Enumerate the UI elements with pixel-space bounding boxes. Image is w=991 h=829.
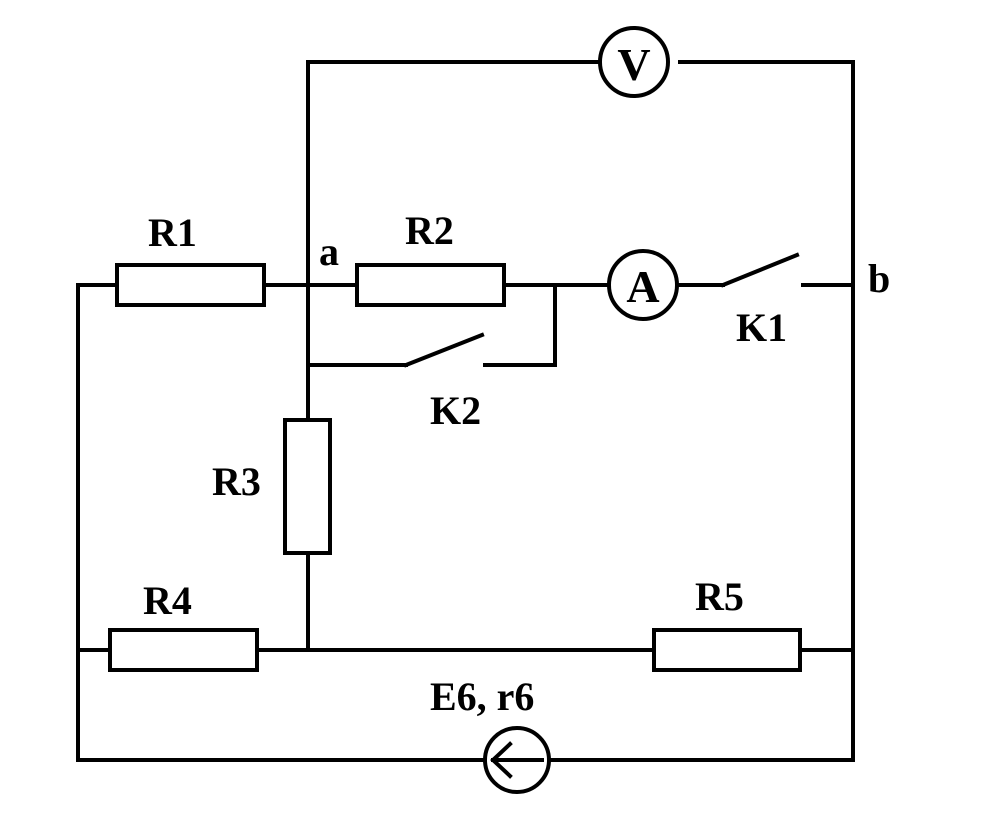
source-arrow-head-icon [490, 741, 513, 779]
resistor-r5 [652, 628, 802, 672]
label-r1: R1 [148, 210, 197, 255]
resistor-r1 [115, 263, 266, 307]
emf-source [483, 726, 551, 794]
label-r5: R5 [695, 574, 744, 619]
label-r2: R2 [405, 208, 454, 253]
label-r3: R3 [212, 459, 261, 504]
resistor-r3 [283, 418, 332, 555]
label-node-b: b [868, 256, 890, 301]
label-k1: K1 [736, 305, 787, 350]
switch-k1 [720, 252, 800, 288]
label-source: E6, r6 [430, 674, 534, 719]
ammeter-symbol: A [626, 261, 659, 312]
resistor-r4 [108, 628, 259, 672]
wire-voltmeter-right [678, 60, 855, 762]
resistor-r2 [355, 263, 506, 307]
ammeter: A [607, 249, 679, 321]
wire-left-rail [76, 283, 118, 762]
voltmeter-symbol: V [617, 39, 650, 90]
label-r4: R4 [143, 578, 192, 623]
label-k2: K2 [430, 388, 481, 433]
wire-k2-right [483, 283, 557, 367]
switch-k2 [403, 332, 485, 368]
wires [76, 60, 855, 762]
label-node-a: a [319, 229, 339, 274]
voltmeter: V [598, 26, 670, 98]
